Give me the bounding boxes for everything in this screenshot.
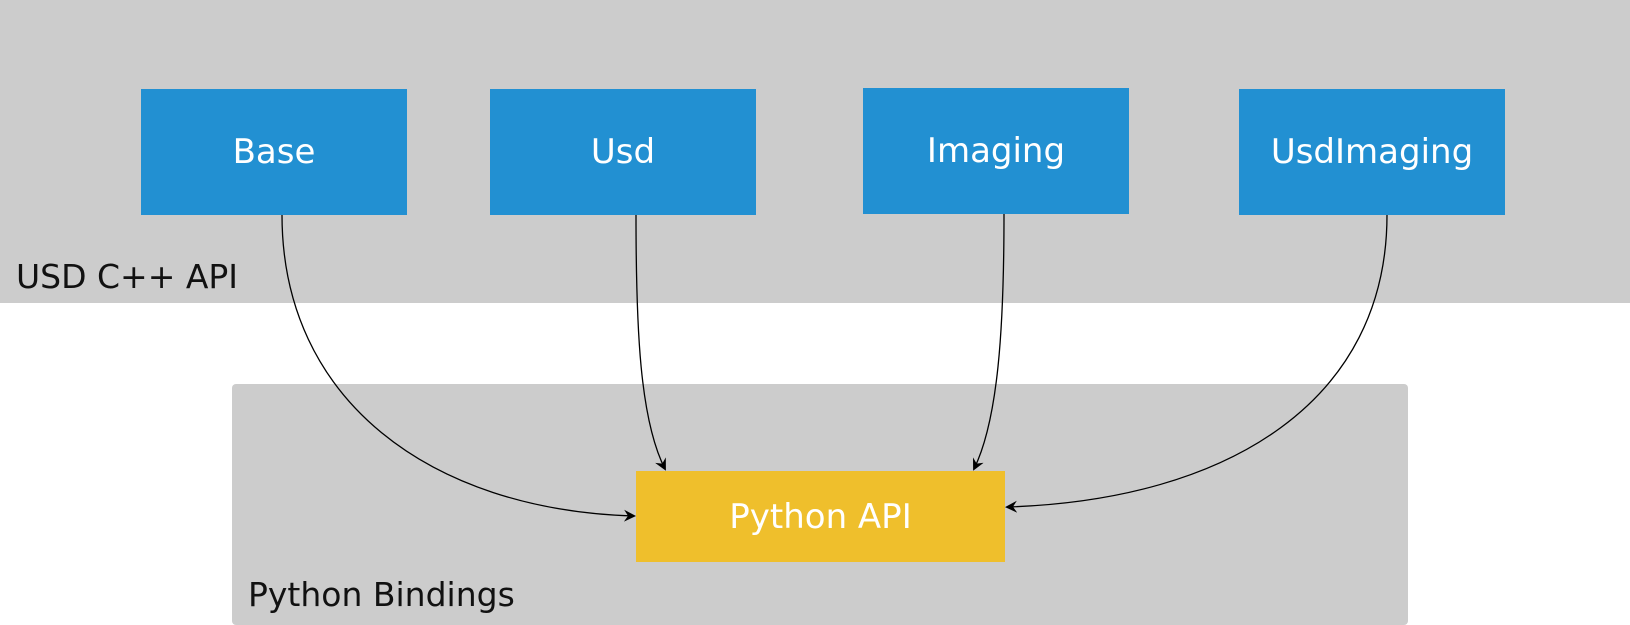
module-base: Base — [141, 89, 407, 215]
module-imaging: Imaging — [863, 88, 1129, 214]
python-bindings-group-label: Python Bindings — [248, 575, 515, 614]
cpp-api-group-label: USD C++ API — [16, 257, 239, 296]
module-usd: Usd — [490, 89, 756, 215]
python-api-box: Python API — [636, 471, 1005, 562]
module-usdimaging: UsdImaging — [1239, 89, 1505, 215]
